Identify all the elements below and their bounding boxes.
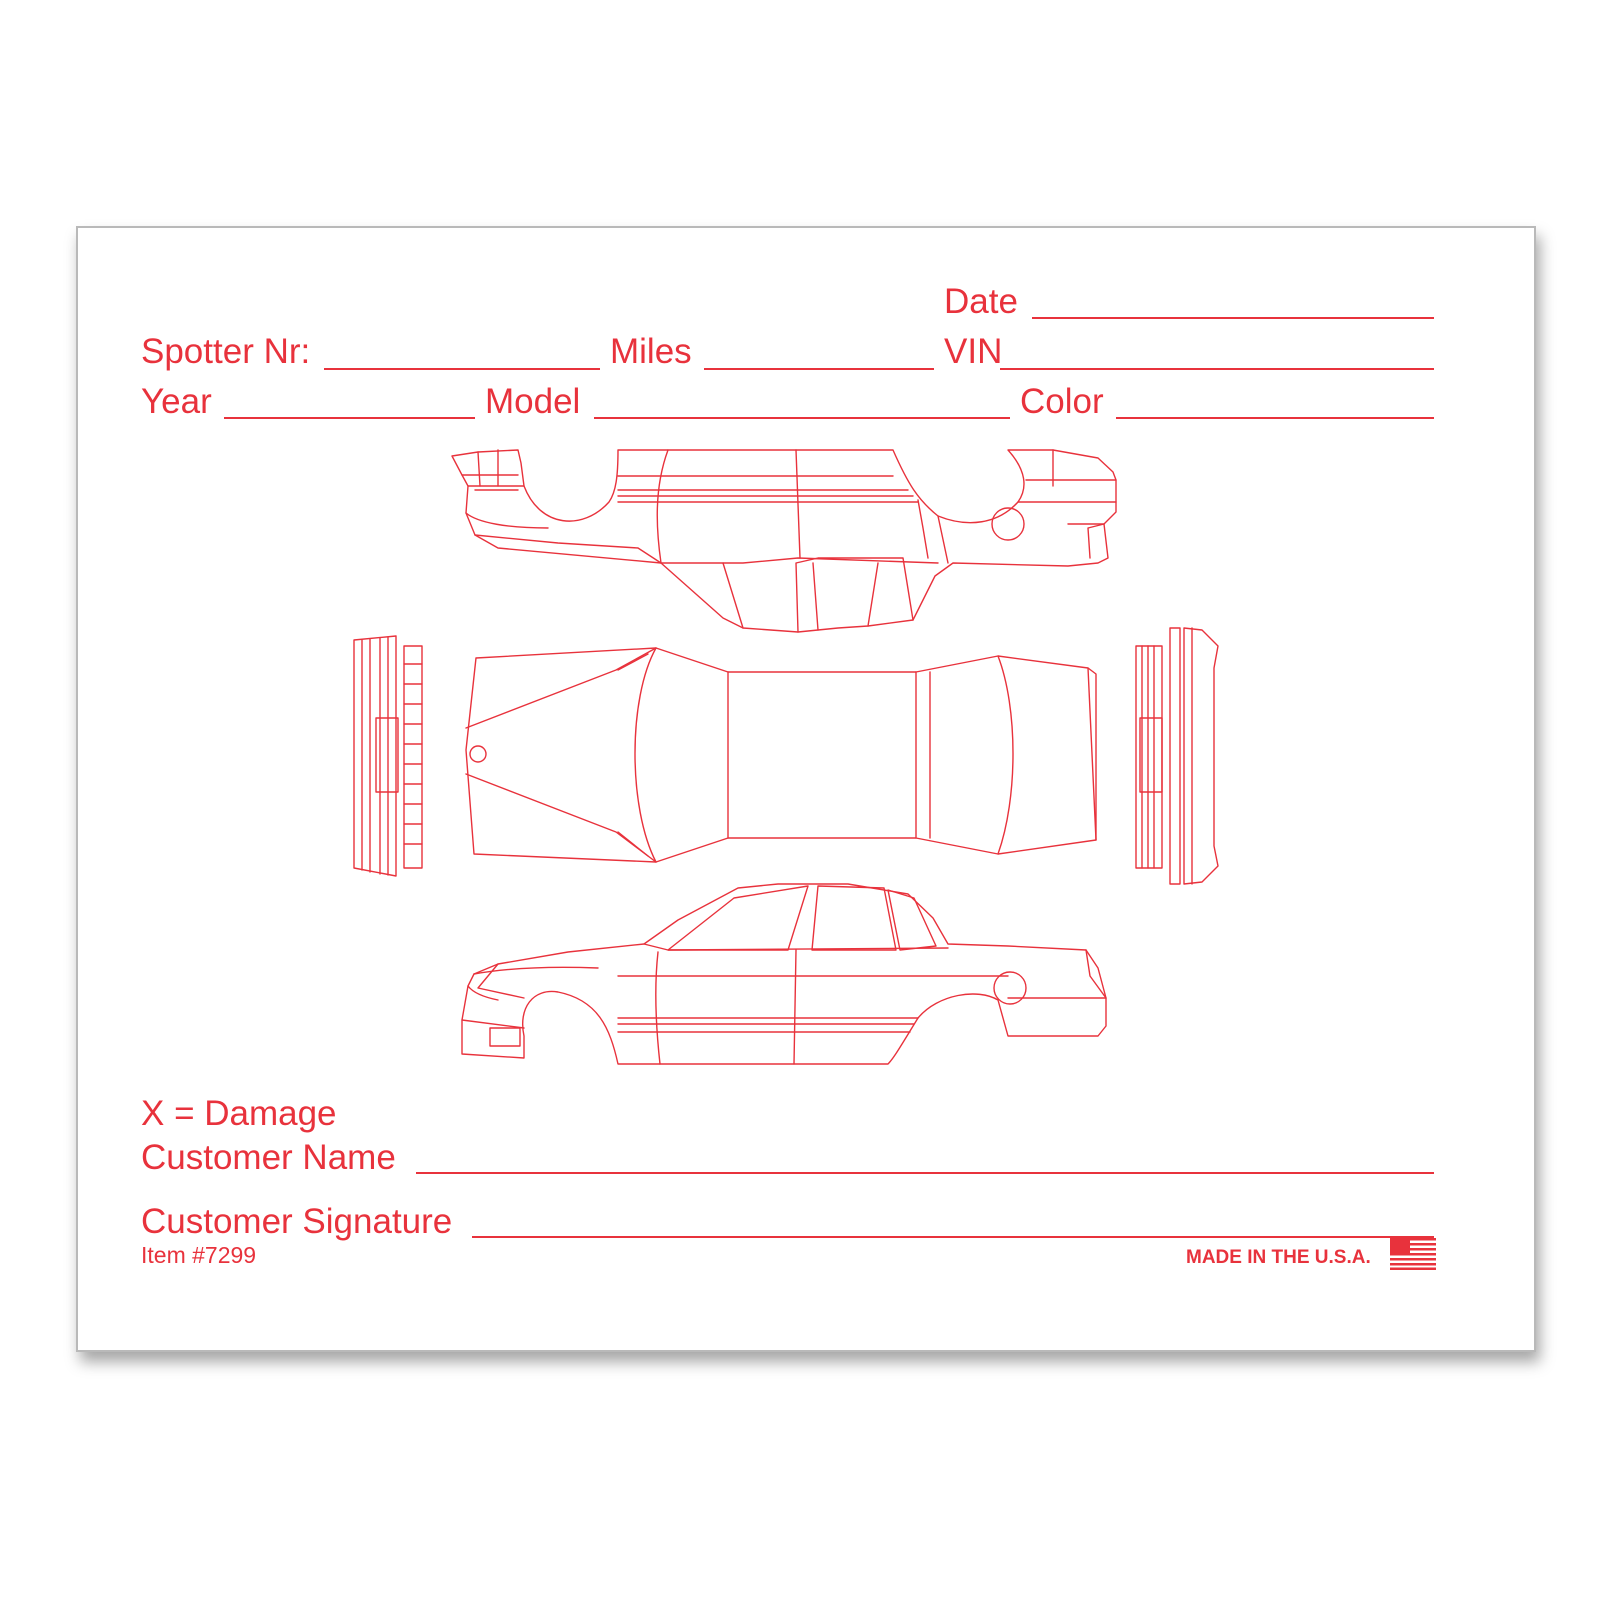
made-in-usa-label: MADE IN THE U.S.A. (1186, 1247, 1371, 1268)
model-label: Model (485, 382, 581, 421)
year-label: Year (141, 382, 212, 421)
miles-field-line[interactable] (704, 368, 934, 370)
customer-signature-field-line[interactable] (472, 1236, 1434, 1238)
car-side-view[interactable] (461, 883, 1107, 1065)
usa-flag-icon (1390, 1238, 1436, 1270)
date-label: Date (944, 282, 1018, 321)
customer-name-label: Customer Name (141, 1138, 396, 1177)
vin-label: VIN (944, 332, 1003, 371)
inspection-form-card: Date Spotter Nr: Miles VIN Year Model Co… (76, 226, 1536, 1352)
year-field-line[interactable] (224, 417, 475, 419)
customer-name-field-line[interactable] (416, 1172, 1434, 1174)
color-label: Color (1020, 382, 1104, 421)
customer-signature-label: Customer Signature (141, 1202, 453, 1241)
car-rear-view[interactable] (1135, 627, 1219, 885)
miles-label: Miles (610, 332, 692, 371)
car-damage-diagram[interactable] (78, 228, 1534, 1350)
damage-legend: X = Damage (141, 1094, 337, 1133)
date-field-line[interactable] (1032, 317, 1434, 319)
car-upper-view[interactable] (451, 449, 1117, 633)
vin-field-line[interactable] (1000, 368, 1434, 370)
car-front-view[interactable] (353, 635, 423, 877)
spotter-label: Spotter Nr: (141, 332, 311, 371)
model-field-line[interactable] (594, 417, 1010, 419)
color-field-line[interactable] (1116, 417, 1434, 419)
spotter-field-line[interactable] (324, 368, 600, 370)
car-plan-view[interactable] (465, 647, 1097, 863)
item-number: Item #7299 (141, 1242, 257, 1268)
